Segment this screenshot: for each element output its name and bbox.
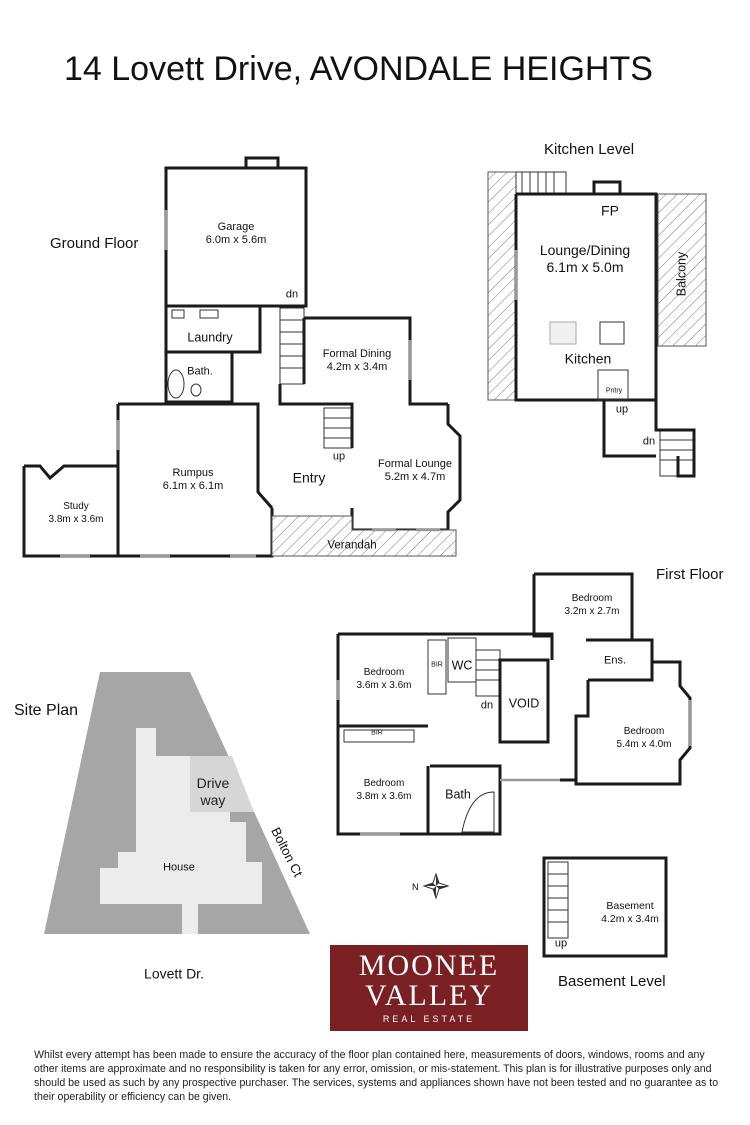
fp-label: FP [601, 202, 619, 219]
verandah-label: Verandah [327, 539, 377, 552]
laundry-room [164, 304, 262, 354]
kitchen-island [549, 321, 577, 345]
dn-label-ground: dn [285, 288, 299, 301]
study-room [24, 464, 118, 481]
logo-line-2: VALLEY [364, 979, 494, 1012]
kitchen-left-deck [487, 171, 517, 401]
first-stair-down [475, 649, 501, 697]
moonee-valley-logo: MOONEE VALLEY REAL ESTATE [330, 945, 528, 1031]
void-label: VOID [508, 696, 540, 711]
basement-room [542, 856, 668, 958]
level-ground-floor: Ground Floor [50, 235, 139, 252]
pantry [597, 369, 629, 401]
compass-icon: N [412, 872, 450, 900]
balcony-label: Balcony [674, 251, 689, 297]
up-label-basement: up [554, 937, 568, 950]
svg-text:N: N [412, 882, 419, 892]
ground-stair-down [279, 307, 305, 385]
dn-label-kitchen: dn [642, 435, 656, 448]
bedroom-right [574, 660, 692, 786]
up-label-kitchen: up [615, 403, 629, 416]
first-bath-label: Bath [445, 787, 471, 802]
site-path [182, 904, 198, 934]
level-first-floor: First Floor [656, 566, 724, 583]
bir-top-label: BIR [431, 661, 443, 669]
laundry-label: Laundry [187, 330, 233, 345]
ensuite [586, 638, 654, 682]
rumpus-room [118, 402, 260, 468]
first-bath [428, 764, 502, 836]
first-floor-plan [336, 572, 692, 836]
bir-top [427, 639, 447, 695]
ground-bath-label: Bath. [187, 365, 213, 378]
ground-bath-room [164, 350, 234, 404]
level-site-plan: Site Plan [14, 702, 79, 719]
page-title: 14 Lovett Drive, AVONDALE HEIGHTS [64, 50, 653, 88]
basement-stair [547, 861, 569, 939]
dn-label-first: dn [480, 699, 494, 712]
driveway [190, 756, 254, 812]
lovett-dr-label: Lovett Dr. [144, 965, 204, 982]
verandah [271, 515, 457, 557]
kitchen-label: Kitchen [564, 350, 612, 367]
level-basement: Basement Level [558, 973, 666, 990]
logo-line-3: REAL ESTATE [382, 1014, 476, 1024]
disclaimer-text: Whilst every attempt has been made to en… [34, 1049, 719, 1103]
level-kitchen: Kitchen Level [544, 141, 635, 158]
ground-floor-plan [22, 156, 462, 558]
kitchen-stair-top [515, 171, 567, 195]
bedroom-top-right [534, 572, 634, 640]
balcony [657, 193, 707, 347]
basement-plan [542, 856, 668, 958]
garage-bump [244, 156, 280, 170]
entry-label: Entry [292, 469, 326, 486]
void [498, 658, 550, 744]
house-label: House [163, 861, 195, 874]
fireplace [592, 180, 622, 196]
wc-label: WC [451, 658, 473, 673]
pantry-label: Pntry [605, 387, 623, 395]
site-house [100, 728, 262, 904]
bir-mid-label: BIR [371, 729, 383, 737]
lounge-dining-room [514, 192, 658, 402]
bedroom-left-top [338, 632, 554, 660]
logo-line-1: MOONEE [358, 949, 500, 982]
kitchen-level-plan [487, 171, 707, 478]
site-plan [44, 672, 310, 934]
ensuite-label: Ens. [603, 654, 627, 667]
up-label-ground: up [332, 450, 346, 463]
bir-mid [343, 729, 415, 743]
